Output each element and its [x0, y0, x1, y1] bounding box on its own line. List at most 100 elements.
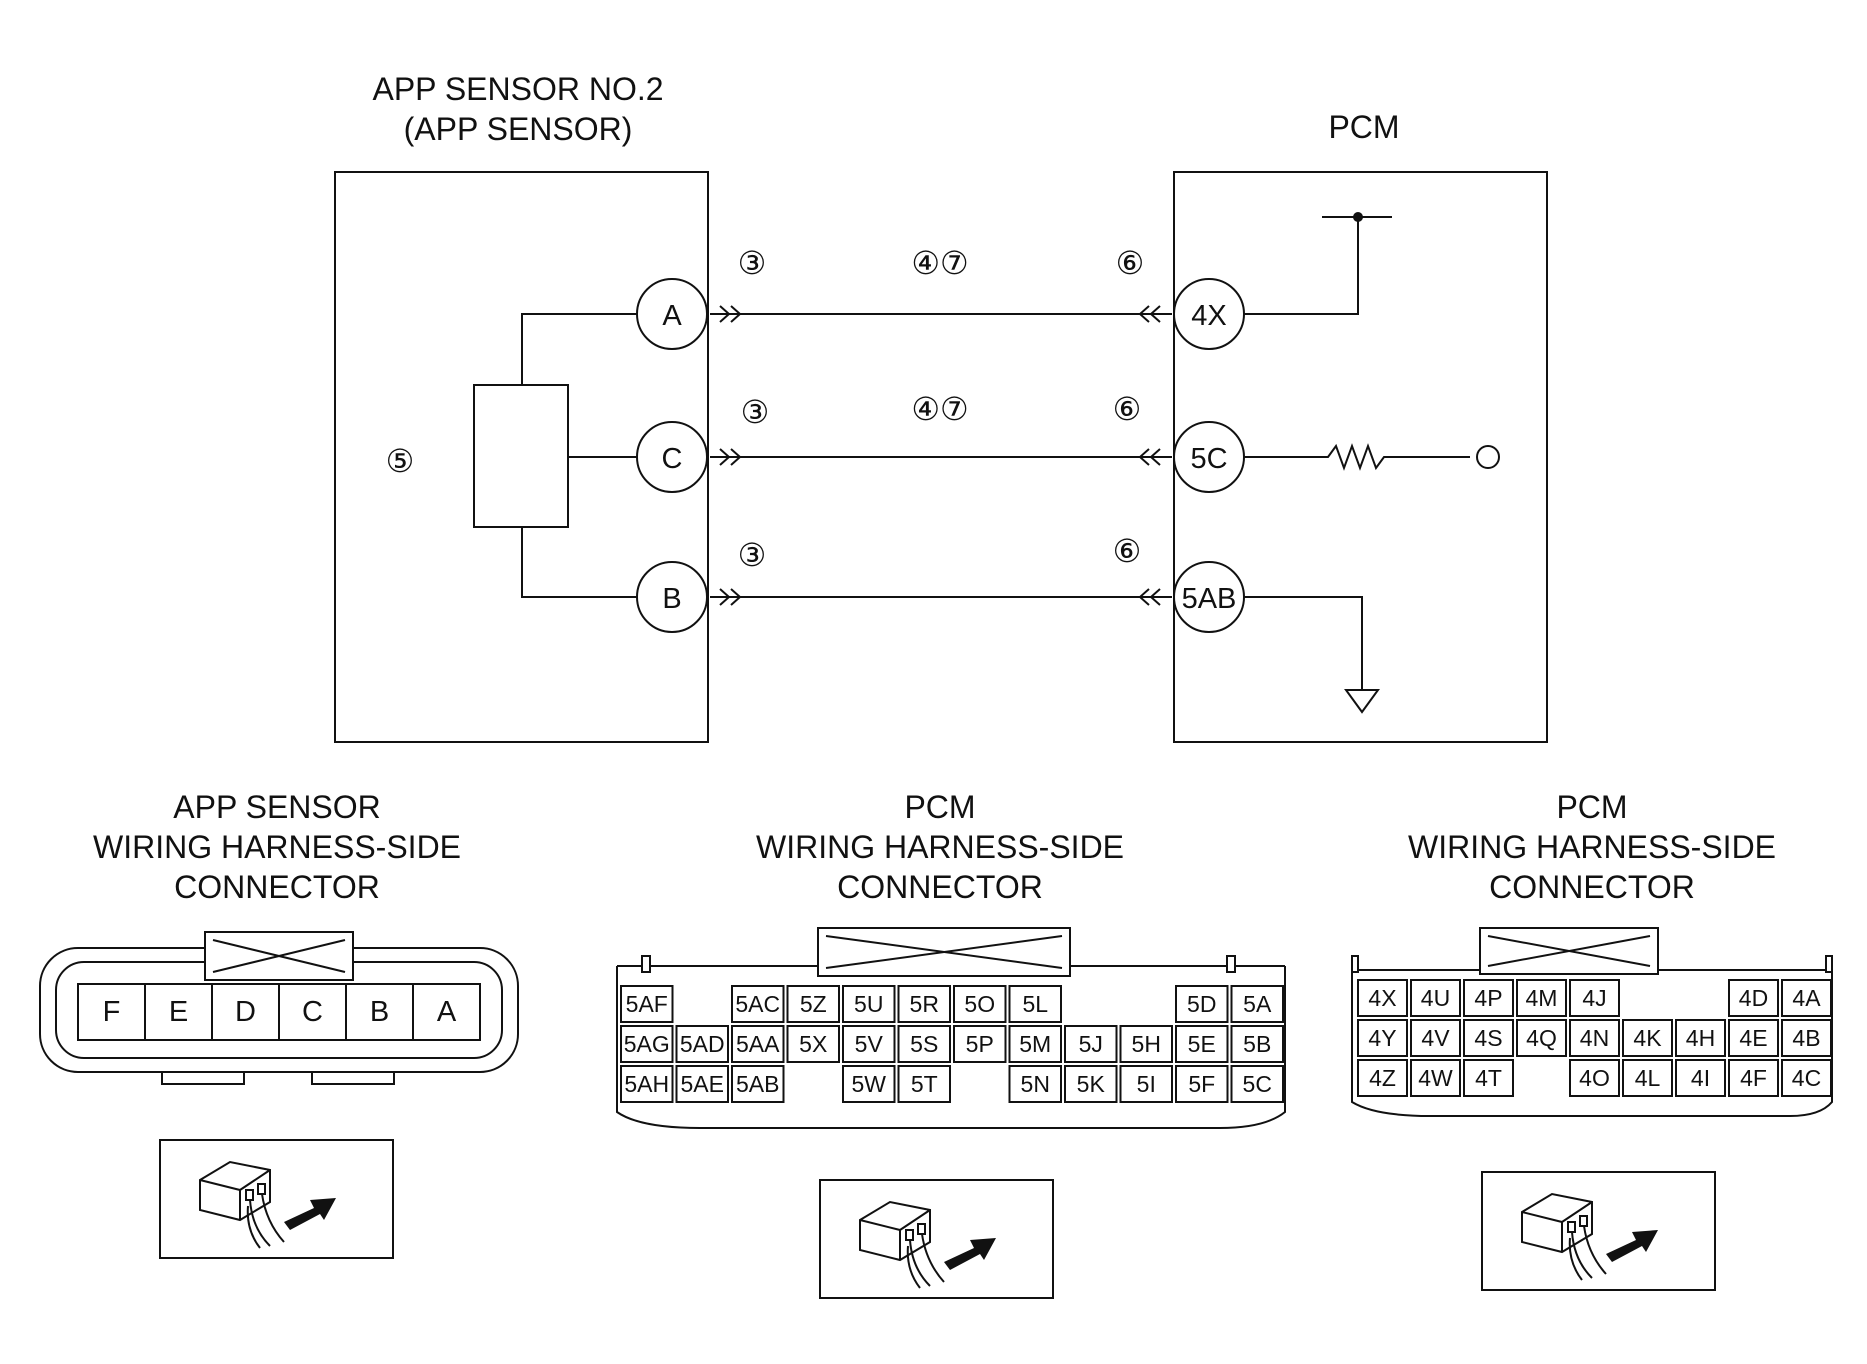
sensor-pin-a: [636, 278, 708, 350]
connector-cell-label: 4B: [1792, 1025, 1820, 1051]
connector-cell-label: 5X: [799, 1031, 827, 1057]
svg-text:PCM: PCM: [1556, 789, 1627, 825]
connector-cell: [1675, 1019, 1726, 1057]
step-mid: ④⑦: [911, 391, 968, 427]
connector-cell-label: 5AD: [680, 1031, 725, 1057]
wire-b-5ab: B 5AB ③ ⑥: [636, 533, 1380, 714]
harness-side-view-icon: [819, 1179, 1054, 1299]
connector-cell-label: 5J: [1079, 1031, 1103, 1057]
sensor-pin-a-label: A: [662, 300, 682, 332]
connector-cell: [897, 985, 951, 1023]
connector-cell-label: 5O: [964, 991, 995, 1017]
connector-cell-label: 4J: [1582, 985, 1606, 1011]
step-right: ⑥: [1113, 391, 1142, 427]
connector-cell: [1516, 1019, 1567, 1057]
svg-text:PCM: PCM: [904, 789, 975, 825]
connector-pin-cell: [278, 983, 347, 1041]
connector-cell-label: 4N: [1580, 1025, 1609, 1051]
connector-cell-label: 4X: [1368, 985, 1396, 1011]
svg-text:WIRING HARNESS-SIDE: WIRING HARNESS-SIDE: [93, 829, 461, 865]
pcm4-connector-title: PCM WIRING HARNESS-SIDE CONNECTOR: [1408, 789, 1776, 905]
svg-text:WIRING HARNESS-SIDE: WIRING HARNESS-SIDE: [1408, 829, 1776, 865]
connector-cell-label: 5E: [1188, 1031, 1216, 1057]
connector-cell: [1675, 1059, 1726, 1097]
ground-icon: [1244, 596, 1380, 714]
connector-cell-label: 5W: [852, 1071, 887, 1097]
connector-pin-cell: [144, 983, 213, 1041]
connector-cell-label: 5V: [855, 1031, 884, 1057]
connector-pin-cell: [345, 983, 414, 1041]
connector-cell: [1410, 1019, 1461, 1057]
connector-pin-cell: [412, 983, 481, 1041]
pcm-title: PCM: [1328, 109, 1399, 145]
connector-cell: [842, 985, 896, 1023]
connector-cell: [1781, 1019, 1832, 1057]
pcm-pin-5c-label: 5C: [1190, 443, 1227, 475]
sensor-pin-c: [636, 421, 708, 493]
connector-cell: [953, 1025, 1007, 1063]
connector-cell-label: 4A: [1792, 985, 1821, 1011]
connector-cell-label: 5L: [1022, 991, 1048, 1017]
connector-cell: [1008, 1025, 1062, 1063]
connector-cell: [1622, 1059, 1673, 1097]
pcm-pin-5ab-label: 5AB: [1182, 583, 1237, 615]
connector-cell-label: 4S: [1474, 1025, 1502, 1051]
connector-cell-label: 4D: [1739, 985, 1768, 1011]
connector-cell-label: 4Y: [1368, 1025, 1396, 1051]
connector-cell: [1119, 1025, 1173, 1063]
step-left: ③: [738, 537, 767, 573]
connector-cell: [1230, 985, 1284, 1023]
step-right: ⑥: [1113, 533, 1142, 569]
connector-cell: [1569, 1059, 1620, 1097]
connector-cell-label: 5D: [1187, 991, 1216, 1017]
connector-cell: [1410, 1059, 1461, 1097]
svg-text:WIRING HARNESS-SIDE: WIRING HARNESS-SIDE: [756, 829, 1124, 865]
connector-cell-label: 5C: [1243, 1071, 1272, 1097]
connector-cell-label: 5K: [1077, 1071, 1106, 1097]
connector-cell-label: 5A: [1243, 991, 1272, 1017]
connector-pin-label: F: [103, 996, 121, 1028]
connector-cell: [1175, 1025, 1229, 1063]
connector-cell: [1728, 1019, 1779, 1057]
connector-cell-label: 4V: [1421, 1025, 1450, 1051]
app-connector-title: APP SENSOR WIRING HARNESS-SIDE CONNECTOR: [93, 789, 461, 905]
sensor-step-number: ⑤: [386, 443, 415, 479]
connector-cell-label: 5AC: [735, 991, 780, 1017]
sensor-pin-b-label: B: [662, 583, 681, 615]
connector-cell: [1357, 1059, 1408, 1097]
connector-cell-label: 5M: [1019, 1031, 1051, 1057]
connector-cell-label: 4C: [1792, 1065, 1821, 1091]
connector-cell-label: 5AH: [624, 1071, 669, 1097]
pcm5-connector-title: PCM WIRING HARNESS-SIDE CONNECTOR: [756, 789, 1124, 905]
wire-a-4x: A 4X ③ ④⑦ ⑥: [636, 212, 1392, 350]
connector-cell: [1410, 979, 1461, 1017]
connector-cell-label: 5Z: [800, 991, 827, 1017]
connector-cell: [620, 985, 674, 1023]
connector-pin-label: B: [370, 996, 389, 1028]
sensor-title: APP SENSOR NO.2: [372, 71, 663, 107]
connector-cell-label: 5AB: [736, 1071, 779, 1097]
connector-pin-label: E: [169, 996, 188, 1028]
connector-cell-label: 5T: [911, 1071, 938, 1097]
connector-cell-label: 5R: [910, 991, 939, 1017]
connector-cell-label: 4L: [1635, 1065, 1661, 1091]
connector-cell: [786, 1025, 840, 1063]
connector-cell: [1357, 1019, 1408, 1057]
connector-cell-label: 5AA: [736, 1031, 780, 1057]
connector-cell-label: 5AE: [681, 1071, 724, 1097]
connector-cell-label: 5N: [1021, 1071, 1050, 1097]
step-right: ⑥: [1116, 245, 1145, 281]
connector-cell-label: 4M: [1526, 985, 1558, 1011]
connector-cell: [1516, 979, 1567, 1017]
connector-cell-label: 4K: [1633, 1025, 1662, 1051]
connector-pin-label: D: [235, 996, 256, 1028]
connector-cell: [1622, 1019, 1673, 1057]
connector-cell-label: 4P: [1474, 985, 1502, 1011]
connector-cell: [1781, 979, 1832, 1017]
connector-cell: [953, 985, 1007, 1023]
connector-cell: [1008, 985, 1062, 1023]
connector-cell: [842, 1065, 896, 1103]
